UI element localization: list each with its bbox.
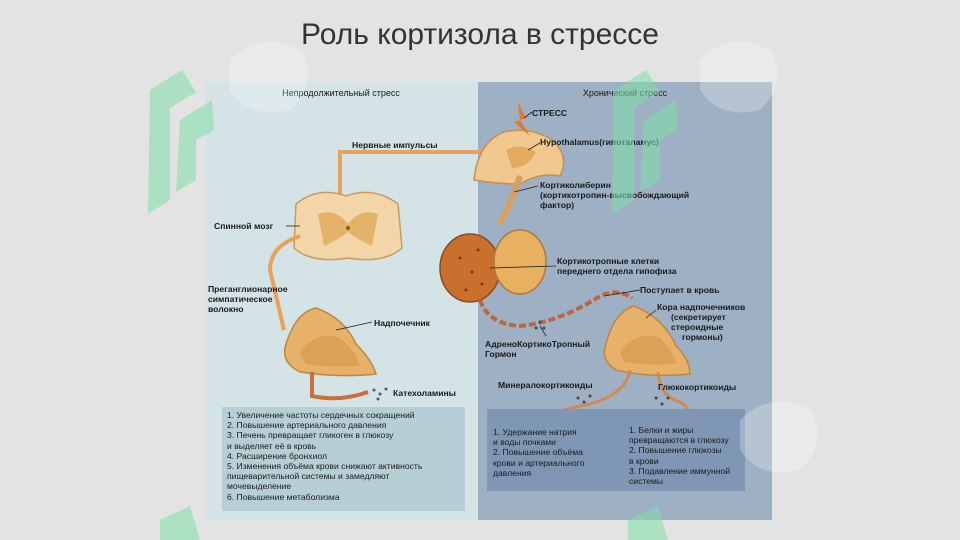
effect-line: пищеварительной системы и замедляют <box>227 471 390 482</box>
label-corticotroph-1: Кортикотропные клетки <box>557 256 660 266</box>
chronic-effects-box: 1. Удержание натрия и воды почками 2. По… <box>487 409 745 491</box>
effect-line: крови и артериального <box>493 457 585 468</box>
acth-vessel <box>478 290 634 329</box>
effect-line: и воды почками <box>493 437 556 448</box>
effect-line: 5. Изменения объёма крови снижают активн… <box>227 461 423 472</box>
label-to-blood: Поступает в кровь <box>640 285 720 295</box>
label-acth-2: Гормон <box>485 349 517 359</box>
adrenal-gland-left <box>283 307 377 377</box>
preganglionic-fiber <box>267 234 301 331</box>
label-preganglionic-2: симпатическое <box>208 294 273 304</box>
label-nerve-impulses: Нервные импульсы <box>352 140 438 150</box>
effect-line: мочевыделение <box>227 481 292 492</box>
label-hypothalamus: Hypothalamus(гипоталамус) <box>540 137 659 147</box>
catecholamine-dots <box>372 387 388 401</box>
label-catecholamines: Катехоламины <box>393 388 457 398</box>
mineralocorticoid-effects: 1. Удержание натрия и воды почками 2. По… <box>493 427 584 478</box>
effect-line: давления <box>493 467 532 478</box>
effect-line: 1. Белки и жиры <box>629 425 694 435</box>
effect-line: 4. Расширение бронхиол <box>227 450 327 461</box>
effect-line: 2. Повышение объёма <box>493 447 583 458</box>
label-glucocorticoids: Глюкокортикоиды <box>658 382 737 392</box>
label-preganglionic-1: Преганглионарное <box>208 284 288 294</box>
effect-line: 2. Повышение артериального давления <box>227 420 387 431</box>
effect-line: 1. Увеличение частоты сердечных сокращен… <box>227 410 415 420</box>
effect-line: системы <box>629 476 664 487</box>
acth-dots <box>534 320 546 330</box>
effect-line: 6. Повышение метаболизма <box>227 491 340 502</box>
effect-line: превращаются в глюкозу <box>629 435 729 446</box>
label-stress: СТРЕСС <box>532 108 568 118</box>
label-crh-3: фактор) <box>540 200 575 210</box>
effect-line: и выделяет её в кровь <box>227 440 317 451</box>
glucocorticoid-effects: 1. Белки и жиры превращаются в глюкозу 2… <box>629 425 730 486</box>
effect-line: 2. Повышение глюкозы <box>629 445 722 456</box>
spinal-cord-illustration <box>293 191 403 261</box>
label-acth-1: АдреноКортикоТропный <box>485 339 591 349</box>
label-adrenal: Надпочечник <box>374 318 430 328</box>
catecholamine-vessel <box>310 372 369 401</box>
label-crh-1: Кортиколиберин <box>540 180 611 190</box>
short-term-effects-box: 1. Увеличение частоты сердечных сокращен… <box>222 407 465 511</box>
label-cortex-4: гормоны) <box>682 332 723 342</box>
effect-line: в крови <box>629 455 659 466</box>
effect-line: 3. Печень превращает гликоген в глюкозу <box>227 430 394 441</box>
effect-line: 3. Подавление иммунной <box>629 465 731 476</box>
adrenal-gland-right <box>603 305 691 377</box>
stress-bolt <box>514 102 530 136</box>
effect-line: 1. Удержание натрия <box>493 427 577 437</box>
label-crh-2: (кортикотропин-высвобождающий <box>540 190 690 200</box>
pituitary-stalk <box>497 175 523 226</box>
label-cortex-2: (секретирует <box>671 312 726 322</box>
label-corticotroph-2: переднего отдела гипофиза <box>557 266 677 276</box>
label-spinal-cord: Спинной мозг <box>214 221 274 231</box>
label-preganglionic-3: волокно <box>208 304 244 314</box>
nerve-impulse-fiber <box>338 150 500 196</box>
pituitary-gland <box>439 229 547 303</box>
hypothalamus-illustration <box>473 129 565 185</box>
label-cortex-1: Кора надпочечников <box>657 302 746 312</box>
slide-title: Роль кортизола в стрессе <box>301 18 659 51</box>
short-term-heading: Непродолжительный стресс <box>282 88 400 98</box>
label-cortex-3: стероидные <box>671 322 724 332</box>
hormone-dots <box>576 394 670 406</box>
label-mineralocorticoids: Минералокортикоиды <box>498 380 593 390</box>
